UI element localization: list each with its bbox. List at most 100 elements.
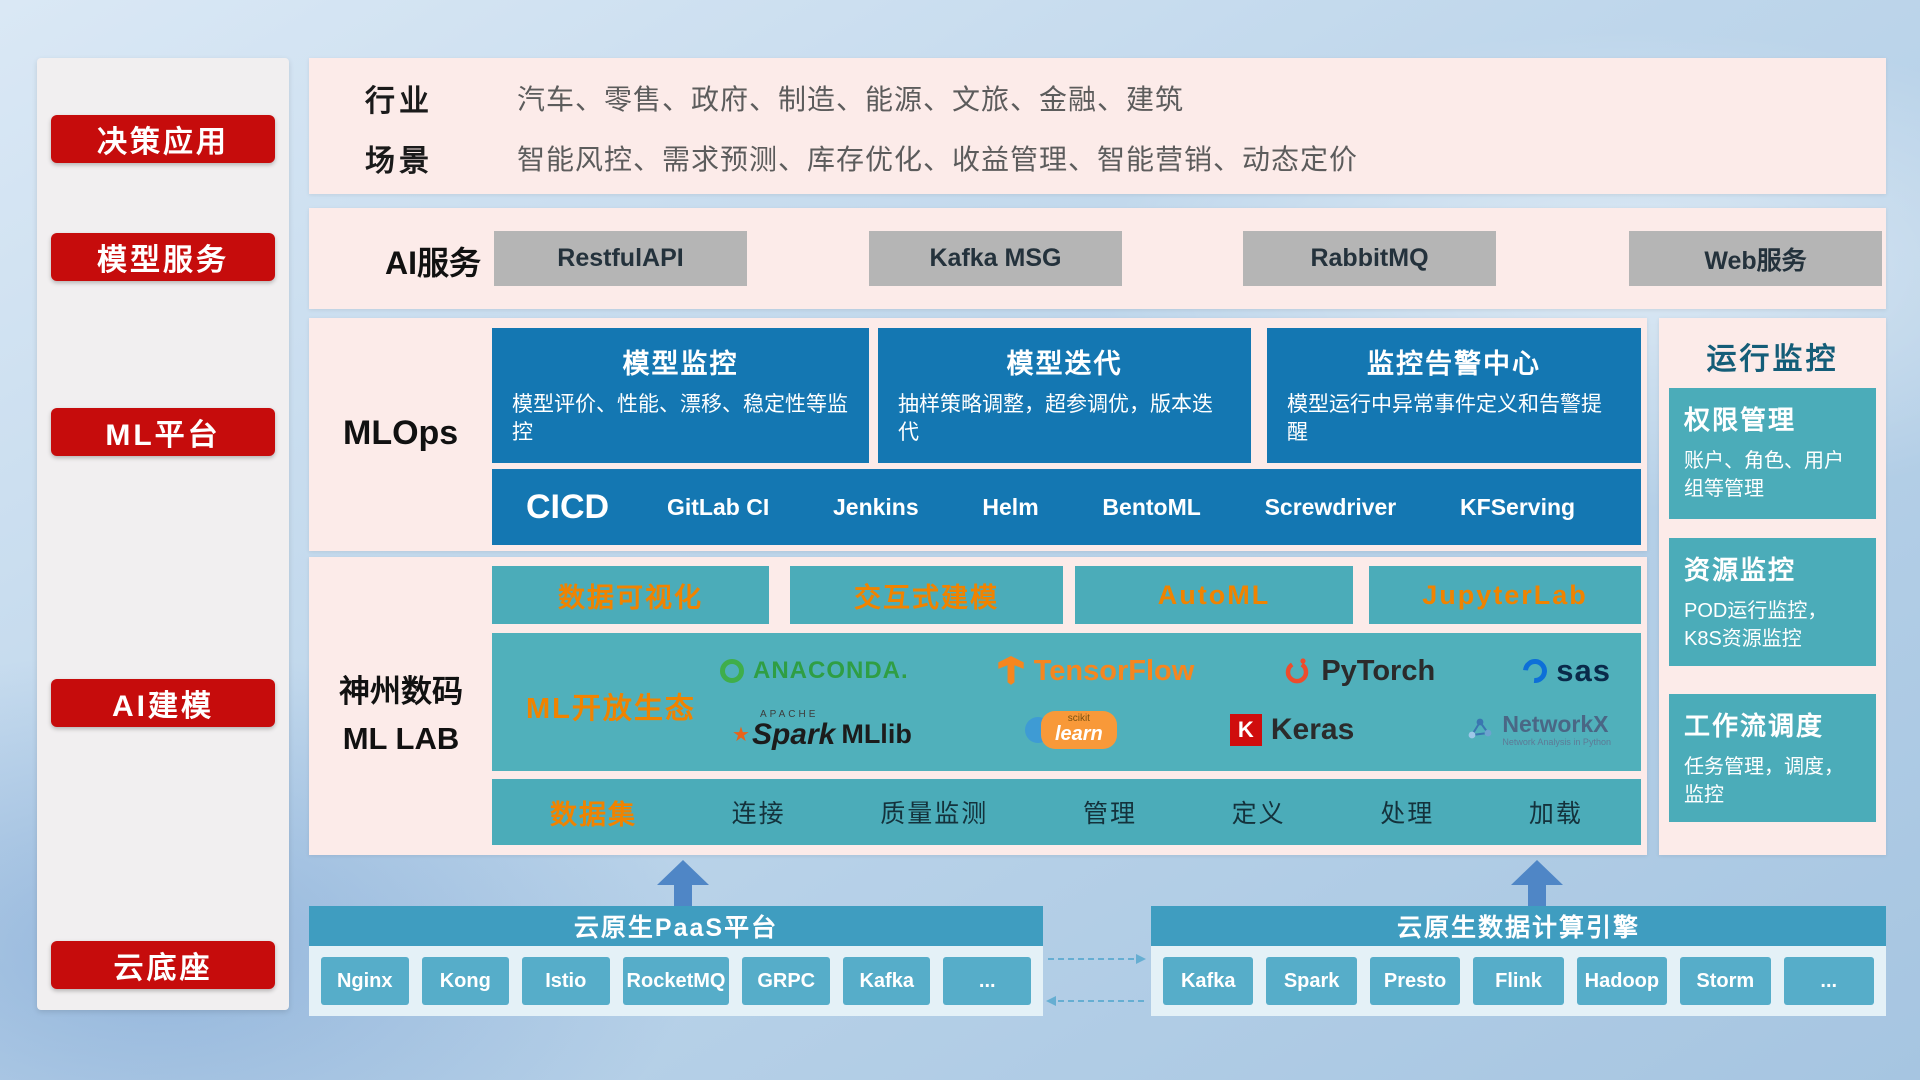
kafka-msg-button[interactable]: Kafka MSG xyxy=(869,231,1122,286)
paas-chip-kong[interactable]: Kong xyxy=(421,957,510,1005)
paas-chip-nginx[interactable]: Nginx xyxy=(321,957,409,1005)
ml-ecosystem-logos: ANACONDA. TensorFlow PyTorch sas xyxy=(720,633,1611,771)
permission-management-card: 权限管理 账户、角色、用户组等管理 xyxy=(1669,388,1876,519)
mllab-label-line1: 神州数码 xyxy=(339,674,463,709)
cicd-item-screwdriver: Screwdriver xyxy=(1264,493,1397,520)
industry-label: 行业 xyxy=(365,85,433,118)
data-visualization-button[interactable]: 数据可视化 xyxy=(492,566,769,624)
engine-chip-strip: Kafka Spark Presto Flink Hadoop Storm ..… xyxy=(1151,946,1886,1016)
mlops-label: MLOps xyxy=(343,414,459,452)
industry-scene-panel: 行业 汽车、零售、政府、制造、能源、文旅、金融、建筑 场景 智能风控、需求预测、… xyxy=(309,58,1886,194)
paas-bar-header: 云原生PaaS平台 xyxy=(309,906,1043,946)
workflow-scheduling-desc: 任务管理，调度，监控 xyxy=(1684,756,1844,806)
scikit-learn-logo: scikit learn xyxy=(1024,711,1117,749)
sas-logo: sas xyxy=(1518,653,1611,689)
keras-wordmark: Keras xyxy=(1270,713,1355,746)
keras-initial: K xyxy=(1237,717,1254,742)
rabbitmq-button[interactable]: RabbitMQ xyxy=(1243,231,1496,286)
paas-chip-more[interactable]: ... xyxy=(943,957,1031,1005)
mllab-label: 神州数码 ML LAB xyxy=(315,669,487,762)
model-iteration-card: 模型迭代 抽样策略调整，超参调优，版本迭代 xyxy=(878,328,1251,463)
pytorch-logo: PyTorch xyxy=(1282,655,1435,688)
paas-chip-grpc[interactable]: GRPC xyxy=(742,957,830,1005)
anaconda-logo: ANACONDA. xyxy=(720,657,909,685)
paas-chip-istio[interactable]: Istio xyxy=(522,957,610,1005)
dataset-item-define: 定义 xyxy=(1231,800,1286,828)
networkx-subtitle: Network Analysis in Python xyxy=(1502,736,1611,747)
dataset-title: 数据集 xyxy=(550,799,637,830)
logo-row-top: ANACONDA. TensorFlow PyTorch sas xyxy=(720,645,1611,697)
engine-chip-more[interactable]: ... xyxy=(1783,957,1874,1005)
runtime-monitor-panel: 运行监控 权限管理 账户、角色、用户组等管理 资源监控 POD运行监控，K8S资… xyxy=(1659,318,1886,855)
engine-bar-header: 云原生数据计算引擎 xyxy=(1151,906,1886,946)
cicd-item-bentoml: BentoML xyxy=(1102,493,1201,520)
runtime-monitor-title: 运行监控 xyxy=(1706,343,1839,376)
tensorflow-logo: TensorFlow xyxy=(997,655,1194,688)
engine-chip-hadoop[interactable]: Hadoop xyxy=(1576,957,1668,1005)
engine-chip-flink[interactable]: Flink xyxy=(1473,957,1564,1005)
sas-icon xyxy=(1518,654,1553,688)
engine-chip-spark[interactable]: Spark xyxy=(1266,957,1357,1005)
left-category-sidebar: 决策应用 模型服务 ML平台 AI建模 云底座 xyxy=(37,58,289,1010)
dataset-bar: 数据集 连接 质量监测 管理 定义 处理 加载 xyxy=(492,779,1641,845)
spark-wordmark: Spark xyxy=(751,718,836,751)
ml-ecosystem-panel: ML开放生态 ANACONDA. TensorFlow PyTorch xyxy=(492,633,1641,771)
pytorch-icon xyxy=(1286,658,1309,684)
mllib-wordmark: MLlib xyxy=(841,719,912,749)
paas-chip-rocketmq[interactable]: RocketMQ xyxy=(622,957,730,1005)
engine-chip-storm[interactable]: Storm xyxy=(1680,957,1771,1005)
cicd-item-jenkins: Jenkins xyxy=(832,493,919,520)
alert-center-card: 监控告警中心 模型运行中异常事件定义和告警提醒 xyxy=(1267,328,1641,463)
engine-chip-presto[interactable]: Presto xyxy=(1369,957,1461,1005)
keras-icon: K xyxy=(1229,714,1262,746)
mllab-label-line2: ML LAB xyxy=(342,720,460,756)
sidebar-item-model-service[interactable]: 模型服务 xyxy=(51,233,275,281)
networkx-wordmark: NetworkX xyxy=(1502,711,1609,738)
spark-star-icon: ★ xyxy=(732,724,750,746)
ai-service-label: AI服务 xyxy=(385,245,482,281)
dataset-item-quality: 质量监测 xyxy=(880,800,989,828)
interactive-modeling-button[interactable]: 交互式建模 xyxy=(790,566,1063,624)
jupyterlab-button[interactable]: JupyterLab xyxy=(1369,566,1641,624)
model-monitoring-card: 模型监控 模型评价、性能、漂移、稳定性等监控 xyxy=(492,328,869,463)
restful-api-button[interactable]: RestfulAPI xyxy=(494,231,747,286)
workflow-scheduling-title: 工作流调度 xyxy=(1684,711,1825,741)
dataset-item-load: 加载 xyxy=(1528,800,1583,828)
sas-wordmark: sas xyxy=(1556,653,1611,688)
resource-monitor-title: 资源监控 xyxy=(1684,555,1797,585)
resource-monitor-card: 资源监控 POD运行监控，K8S资源监控 xyxy=(1669,538,1876,666)
sidebar-item-decision-apps[interactable]: 决策应用 xyxy=(51,115,275,163)
resource-monitor-desc: POD运行监控，K8S资源监控 xyxy=(1684,600,1828,650)
ai-service-panel: AI服务 RestfulAPI Kafka MSG RabbitMQ Web服务 xyxy=(309,208,1886,309)
up-arrow-paas xyxy=(657,860,709,906)
automl-button[interactable]: AutoML xyxy=(1075,566,1353,624)
sidebar-item-ml-platform[interactable]: ML平台 xyxy=(51,408,275,456)
web-service-button[interactable]: Web服务 xyxy=(1629,231,1882,286)
model-iteration-desc: 抽样策略调整，超参调优，版本迭代 xyxy=(898,393,1213,445)
sidebar-item-cloud-base[interactable]: 云底座 xyxy=(51,941,275,989)
learn-wordmark: learn xyxy=(1054,723,1103,745)
engine-chip-kafka[interactable]: Kafka xyxy=(1163,957,1254,1005)
industry-row: 行业 汽车、零售、政府、制造、能源、文旅、金融、建筑 xyxy=(365,76,1184,120)
cicd-item-helm: Helm xyxy=(982,493,1039,520)
dashed-arrow-right-icon xyxy=(1048,954,1146,964)
industry-value: 汽车、零售、政府、制造、能源、文旅、金融、建筑 xyxy=(517,84,1185,115)
networkx-logo: NetworkX Network Analysis in Python xyxy=(1467,712,1611,747)
ml-ecosystem-title: ML开放生态 xyxy=(526,693,696,725)
networkx-icon xyxy=(1469,718,1492,739)
cicd-item-gitlab-ci: GitLab CI xyxy=(666,493,770,520)
alert-center-desc: 模型运行中异常事件定义和告警提醒 xyxy=(1287,393,1602,445)
spark-mllib-logo: APACHE ★ Spark MLlib xyxy=(732,710,912,750)
dataset-item-manage: 管理 xyxy=(1082,800,1137,828)
dataset-item-process: 处理 xyxy=(1380,800,1435,828)
permission-management-title: 权限管理 xyxy=(1684,405,1797,435)
alert-center-title: 监控告警中心 xyxy=(1367,349,1541,379)
mllab-panel: 神州数码 ML LAB 数据可视化 交互式建模 AutoML JupyterLa… xyxy=(309,557,1647,855)
paas-chip-kafka[interactable]: Kafka xyxy=(842,957,931,1005)
cicd-items: GitLab CI Jenkins Helm BentoML Screwdriv… xyxy=(635,494,1607,521)
paas-chip-strip: Nginx Kong Istio RocketMQ GRPC Kafka ... xyxy=(309,946,1043,1016)
model-monitoring-title: 模型监控 xyxy=(622,349,739,379)
pytorch-wordmark: PyTorch xyxy=(1321,654,1436,687)
sidebar-item-ai-modeling[interactable]: AI建模 xyxy=(51,679,275,727)
scikit-label: scikit xyxy=(1067,713,1090,724)
